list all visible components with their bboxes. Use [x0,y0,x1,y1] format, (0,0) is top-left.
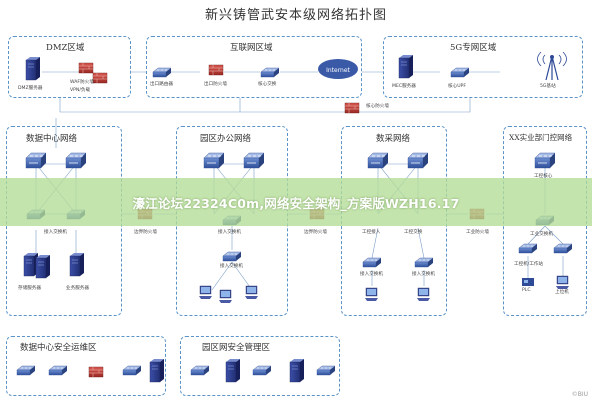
prod-access1-label: 工控接入 [362,230,381,235]
dc-core-switch-icon [25,152,47,169]
office-sub-label: 接入交换机 [220,264,243,269]
campus-mgmt-devices [190,358,336,383]
zone-dc-ops [6,336,166,396]
ind-switch-icon-2 [518,243,538,254]
zone-interconnect [146,36,362,98]
dc-biz-server-icon [69,252,85,277]
prod-core-switch-icon-2 [407,152,429,169]
office-core-switch-icon [203,152,225,169]
dmz-server-icon [25,56,41,81]
ind-switch-icon-3 [553,243,573,254]
overlay-banner-text: 濠江论坛22324C0m,网络安全架构_方案版WZH16.17 [132,195,460,211]
core-firewall-icon [344,102,360,114]
prod-pc-icon [364,287,379,302]
internet-cloud-icon: Internet [318,59,358,79]
office-access-label: 接入交换机 [218,230,241,235]
g5-server-label: MEC服务器 [392,84,416,89]
office-core-switch-icon-2 [243,152,265,169]
dc-fw-label: 边界防火墙 [134,230,157,235]
g5-antenna-icon [537,51,567,81]
office-sub-switch-icon [222,251,242,262]
prod-access-switch-icon [362,257,382,268]
diagram-title: 新兴铸管武安本级网络拓扑图 [204,8,387,23]
g5-router-label: 核心UPF [448,84,466,89]
prod-sw1-label: 接入交换机 [360,272,383,277]
prod-fw-label: 边界防火墙 [304,230,327,235]
dmz-firewall-icon-2 [92,72,108,84]
zone-dmz-label: DMZ区域 [46,43,85,53]
ind-host-icon [555,275,570,290]
zone-5g-label: 5G专网区域 [450,43,497,53]
prod-access2-label: 工控交换 [404,230,423,235]
zone-campus-mgmt-label: 园区网安全管理区 [202,343,271,353]
office-pc-icon-2 [218,289,233,304]
prod-access-switch-icon-2 [414,257,434,268]
dc-ops-devices [16,358,165,383]
ind-core-label: 工控核心 [534,174,553,179]
inet-switch-icon [260,67,280,78]
prod-sw2-label: 接入交换机 [412,272,435,277]
g5-router-icon [450,67,470,78]
watermark: ©BIU [571,391,588,398]
zone-5g [383,36,583,98]
overlay-banner: 濠江论坛22324C0m,网络安全架构_方案版WZH16.17 [0,178,592,226]
dc-storage-icon [23,252,51,279]
dc-access-label: 接入交换机 [44,230,67,235]
ind-plc-icon [522,278,534,286]
inet-router-label: 出口路由器 [150,82,173,87]
prod-core-switch-icon [367,152,389,169]
zone-production-label: 数采网络 [376,134,411,144]
zone-industrial-label: XX实业部门控网络 [509,133,573,142]
dc-core-switch-icon-2 [65,152,87,169]
zone-office-label: 园区办公网络 [200,134,252,144]
prod-pc-icon-2 [416,287,431,302]
inet-firewall-icon [208,64,224,76]
g5-server-icon [398,54,414,79]
zone-dc-ops-label: 数据中心安全运维区 [20,343,97,353]
ind-fw-label: 工业防火墙 [466,230,489,235]
office-pc-icon-3 [244,285,259,300]
dc-storage-label: 存储服务器 [18,286,41,291]
office-pc-icon [198,285,213,300]
dmz-fw-label: WAF防火墙 [70,80,94,85]
internet-cloud-text: Internet [326,67,350,74]
inet-fw-label: 出口防火墙 [204,82,227,87]
dmz-fw2-label: VPN/负载 [70,88,91,93]
zone-interconnect-label: 互联网区域 [230,43,273,53]
ind-ws-label: 工控机/工作站 [514,262,544,267]
ind-plc-label: PLC [522,288,531,293]
zone-datacenter-label: 数据中心网络 [26,134,78,144]
inet-router-icon [152,67,172,78]
dmz-firewall-icon [78,62,94,74]
inet-router2-label: 核心交换 [258,82,277,87]
zone-campus-mgmt [180,336,340,396]
dc-biz-label: 业务服务器 [66,286,89,291]
ind-host-label: 上位机 [555,290,569,295]
core-fw-label: 核心防火墙 [366,104,389,109]
g5-antenna-label: 5G基站 [540,84,556,89]
ind-core-switch-icon [534,152,556,169]
ind-sw-label: 工业交换机 [530,232,553,237]
dmz-server-label: DMZ服务器 [18,86,43,91]
zone-dmz [8,36,131,98]
